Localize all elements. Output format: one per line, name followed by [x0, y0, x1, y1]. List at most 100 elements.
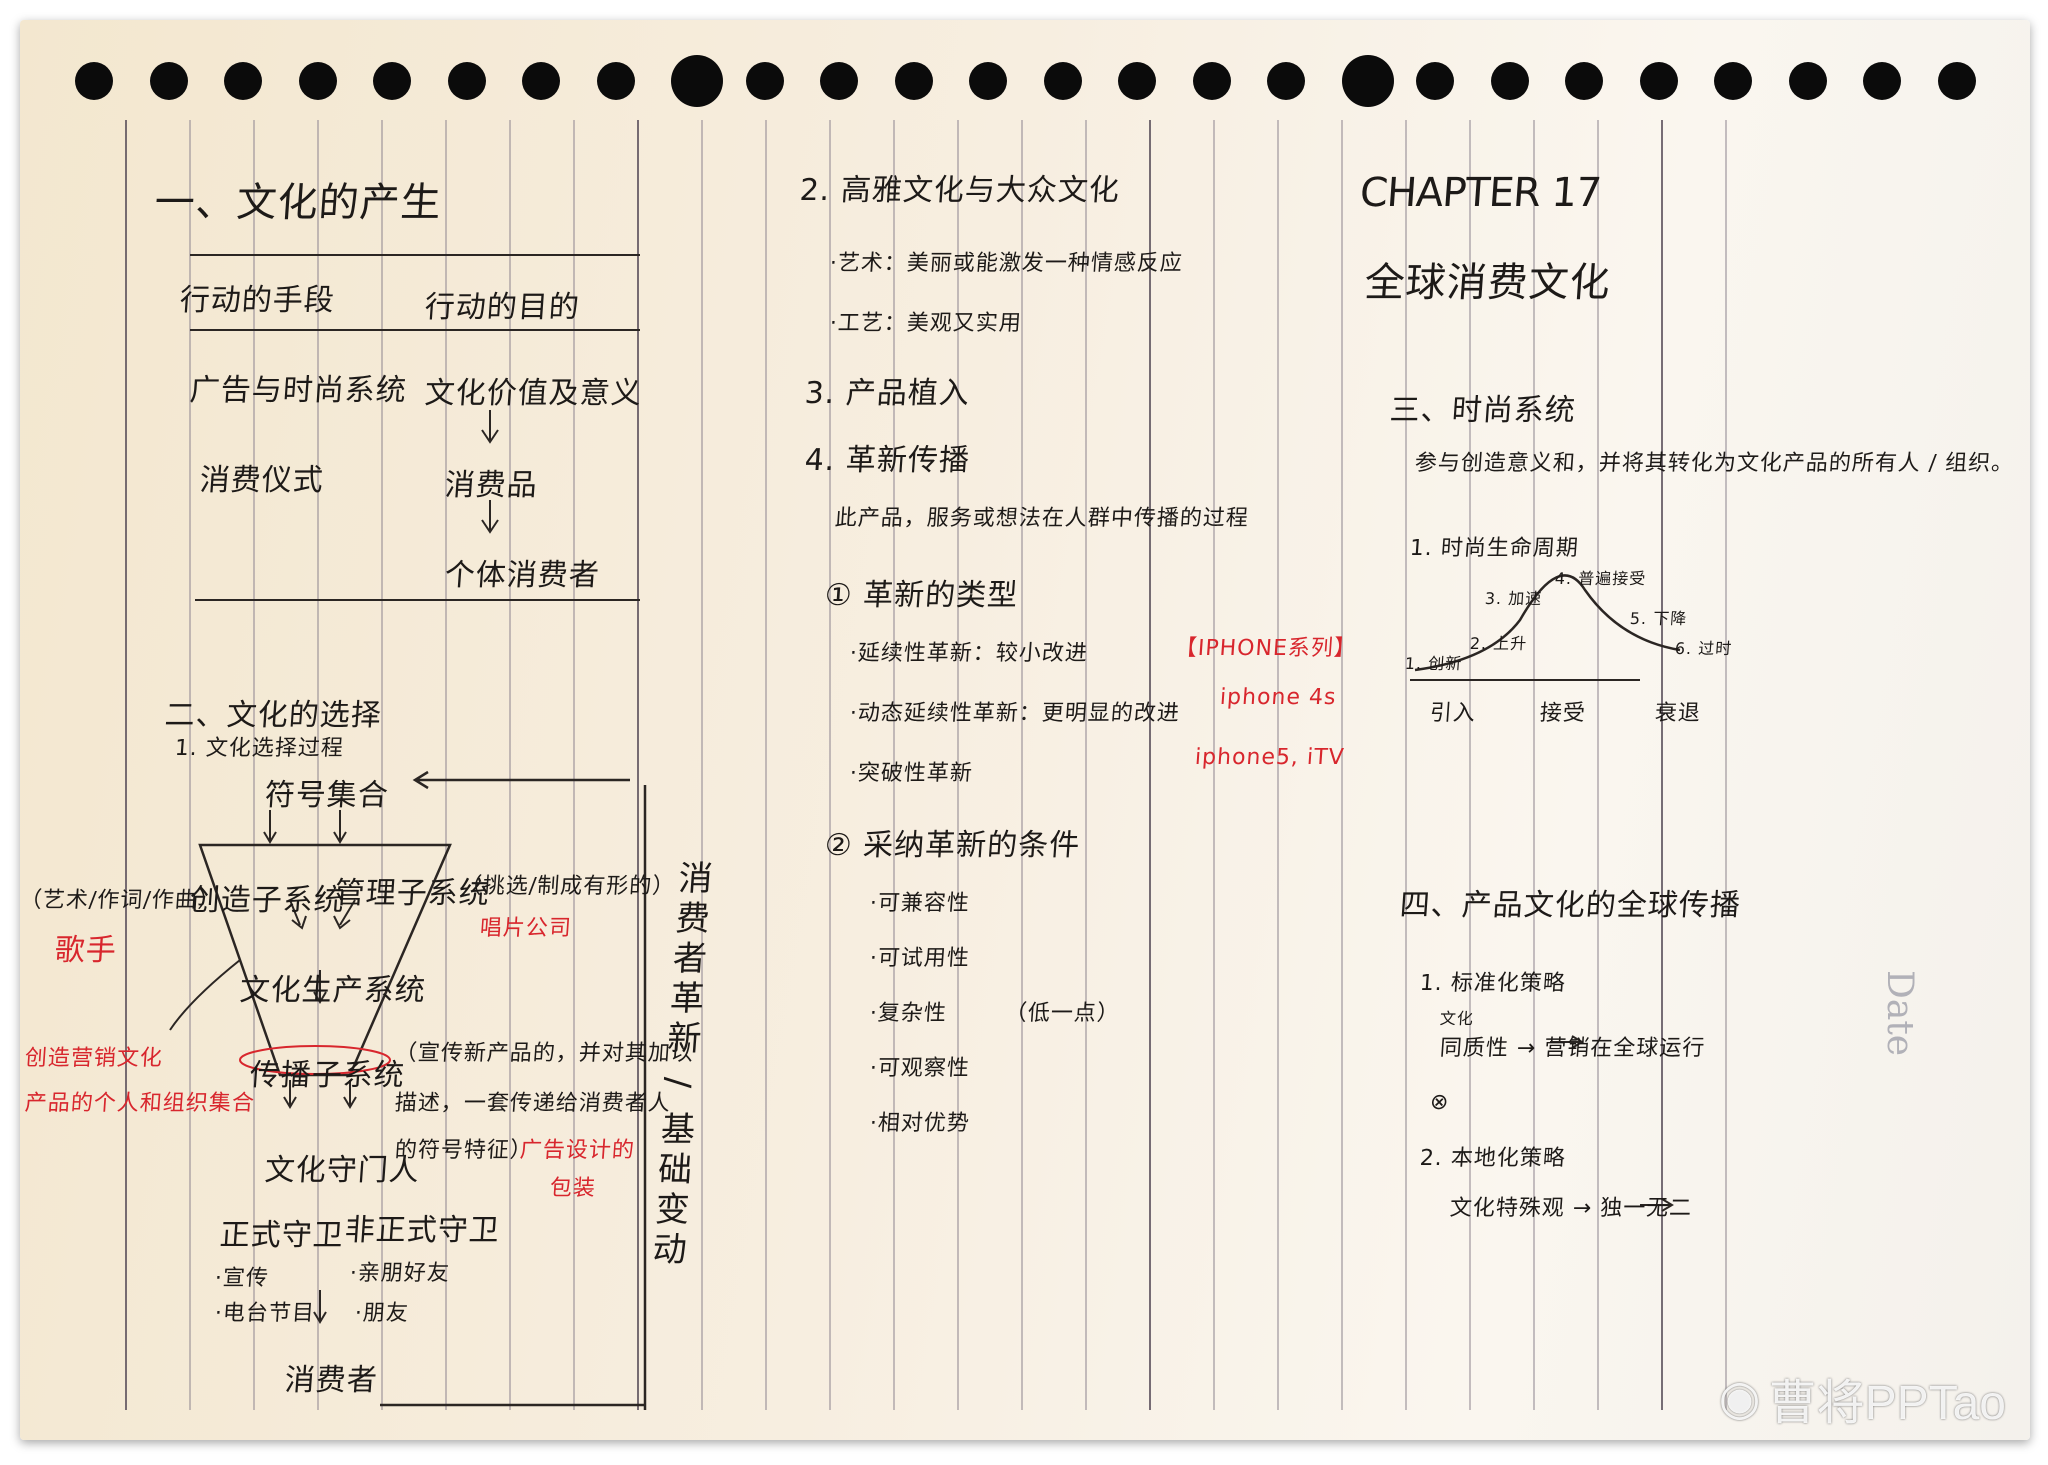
type-discontinuous: ·突破性革新 — [848, 761, 974, 786]
binding-hole — [1192, 62, 1231, 100]
ruled-line — [1725, 120, 1727, 1410]
heading-diffusion: 4. 革新传播 — [803, 443, 972, 478]
ruled-line — [381, 120, 383, 1410]
ruled-line — [317, 120, 319, 1410]
binding-hole — [596, 62, 635, 100]
ruled-line — [445, 120, 447, 1410]
strategy-local: 2. 本地化策略 — [1418, 1146, 1567, 1171]
manage-red-note: 唱片公司 — [478, 916, 573, 941]
ruled-line — [1277, 120, 1279, 1410]
notebook-page: 一、文化的产生 行动的手段 行动的目的 广告与时尚系统 文化价值及意义 消费仪式… — [20, 20, 2030, 1440]
informal-gate: 非正式守卫 — [343, 1213, 501, 1248]
ruled-line — [1661, 120, 1663, 1410]
ruled-line — [957, 120, 959, 1410]
manage-note: （挑选/制成有形的） — [458, 874, 677, 899]
node-comm-system: 传播子系统 — [248, 1058, 406, 1093]
col-head-goals: 行动的目的 — [423, 290, 581, 325]
ruled-line — [1533, 120, 1535, 1410]
cell-consumer: 个体消费者 — [443, 558, 601, 593]
binding-hole — [1863, 62, 1901, 100]
chapter-title: 全球消费文化 — [1363, 260, 1613, 306]
lifecycle-heading: 1. 时尚生命周期 — [1408, 536, 1580, 561]
creative-red-note: 歌手 — [53, 933, 118, 968]
binding-hole — [373, 62, 411, 100]
binding-hole — [1043, 62, 1082, 100]
stage-decline: 5. 下降 — [1629, 609, 1688, 628]
ruled-line — [829, 120, 831, 1410]
axis-accept: 接受 — [1538, 701, 1587, 726]
binding-hole — [671, 55, 723, 107]
ruled-line — [1021, 120, 1023, 1410]
binding-hole — [149, 62, 188, 100]
binding-hole — [969, 62, 1007, 100]
binding-holes — [20, 20, 2030, 107]
binding-hole — [1788, 62, 1827, 100]
axis-decline: 衰退 — [1653, 701, 1702, 726]
binding-hole — [1341, 55, 1394, 107]
binding-hole — [1267, 62, 1305, 100]
ruled-line — [1149, 120, 1151, 1410]
binding-hole — [522, 62, 560, 100]
binding-hole — [75, 62, 113, 100]
line-art: ·艺术：美丽或能激发一种情感反应 — [828, 251, 1184, 276]
cond-observe: ·可观察性 — [868, 1056, 971, 1081]
adoption-conditions: ② 采纳革新的条件 — [823, 828, 1082, 863]
cond-advantage: ·相对优势 — [868, 1111, 971, 1136]
line-craft: ·工艺：美观又实用 — [828, 311, 1023, 336]
stage-accel: 3. 加速 — [1484, 589, 1543, 608]
col-head-means: 行动的手段 — [178, 283, 336, 318]
formal-item-2: ·电台节目 — [213, 1301, 316, 1326]
ruled-line — [765, 120, 767, 1410]
diffusion-desc: 此产品，服务或想法在人群中传播的过程 — [833, 506, 1250, 531]
node-creative: 创造子系统 — [188, 883, 346, 918]
heading-global-spread: 四、产品文化的全球传播 — [1398, 888, 1742, 923]
node-symbol-pool: 符号集合 — [263, 778, 390, 813]
binding-hole — [1565, 62, 1603, 100]
weibo-icon: ◉ — [1718, 1372, 1761, 1425]
ruled-line — [573, 120, 575, 1410]
formal-gate: 正式守卫 — [218, 1218, 345, 1253]
binding-hole — [1639, 62, 1678, 100]
comm-note-2: 描述，一套传递给消费者人 — [393, 1091, 672, 1116]
ruled-line — [189, 120, 191, 1410]
formal-item-1: ·宣传 — [213, 1266, 270, 1291]
ruled-line — [1597, 120, 1599, 1410]
binding-hole — [447, 62, 486, 100]
chapter-label: CHAPTER 17 — [1358, 170, 1603, 216]
heading-fashion-system: 三、时尚系统 — [1388, 393, 1577, 428]
binding-hole — [1490, 62, 1529, 100]
paper-date-mark: Date — [1879, 970, 1920, 1057]
cell-culture-value: 文化价值及意义 — [423, 376, 643, 411]
ruled-line — [509, 120, 511, 1410]
strategy-mark: ⊗ — [1429, 1090, 1451, 1115]
cond-complex-note: （低一点） — [1003, 1001, 1121, 1026]
type-continuous: ·延续性革新：较小改进 — [848, 641, 1089, 666]
binding-hole — [820, 62, 858, 100]
heading-culture-production: 一、文化的产生 — [153, 180, 444, 226]
ruled-line — [701, 120, 703, 1410]
binding-hole — [1714, 62, 1752, 100]
heading-placement: 3. 产品植入 — [803, 376, 972, 411]
informal-item-1: ·亲朋好友 — [348, 1261, 451, 1286]
fashion-desc: 参与创造意义和，并将其转化为文化产品的所有人 / 组织。 — [1413, 451, 2016, 476]
stage-innovate: 1. 创新 — [1404, 654, 1463, 673]
strategy-local-desc: 文化特殊观 → 独一无二 — [1448, 1196, 1694, 1221]
informal-item-2: ·朋友 — [353, 1301, 410, 1326]
axis-intro: 引入 — [1428, 701, 1477, 726]
left-red-2: 产品的个人和组织集合 — [23, 1091, 256, 1116]
binding-hole — [298, 62, 337, 100]
watermark-text: 曹将PPTao — [1768, 1377, 2006, 1430]
ruled-line — [1085, 120, 1087, 1410]
binding-hole — [894, 62, 933, 100]
stage-rise: 2. 上升 — [1469, 634, 1528, 653]
heading-culture-selection: 二、文化的选择 — [163, 698, 383, 733]
type-dynamic-red: iphone 4s — [1219, 685, 1338, 710]
comm-red-1: 广告设计的 — [518, 1138, 636, 1163]
cell-ad-fashion: 广告与时尚系统 — [188, 373, 408, 408]
innovation-types: ① 革新的类型 — [823, 578, 1020, 613]
type-dynamic: ·动态延续性革新：更明显的改进 — [848, 701, 1181, 726]
type-discontinuous-red: iphone5, iTV — [1194, 745, 1346, 770]
binding-hole — [224, 62, 262, 100]
cell-goods: 消费品 — [443, 468, 539, 503]
ruled-line — [1213, 120, 1215, 1410]
